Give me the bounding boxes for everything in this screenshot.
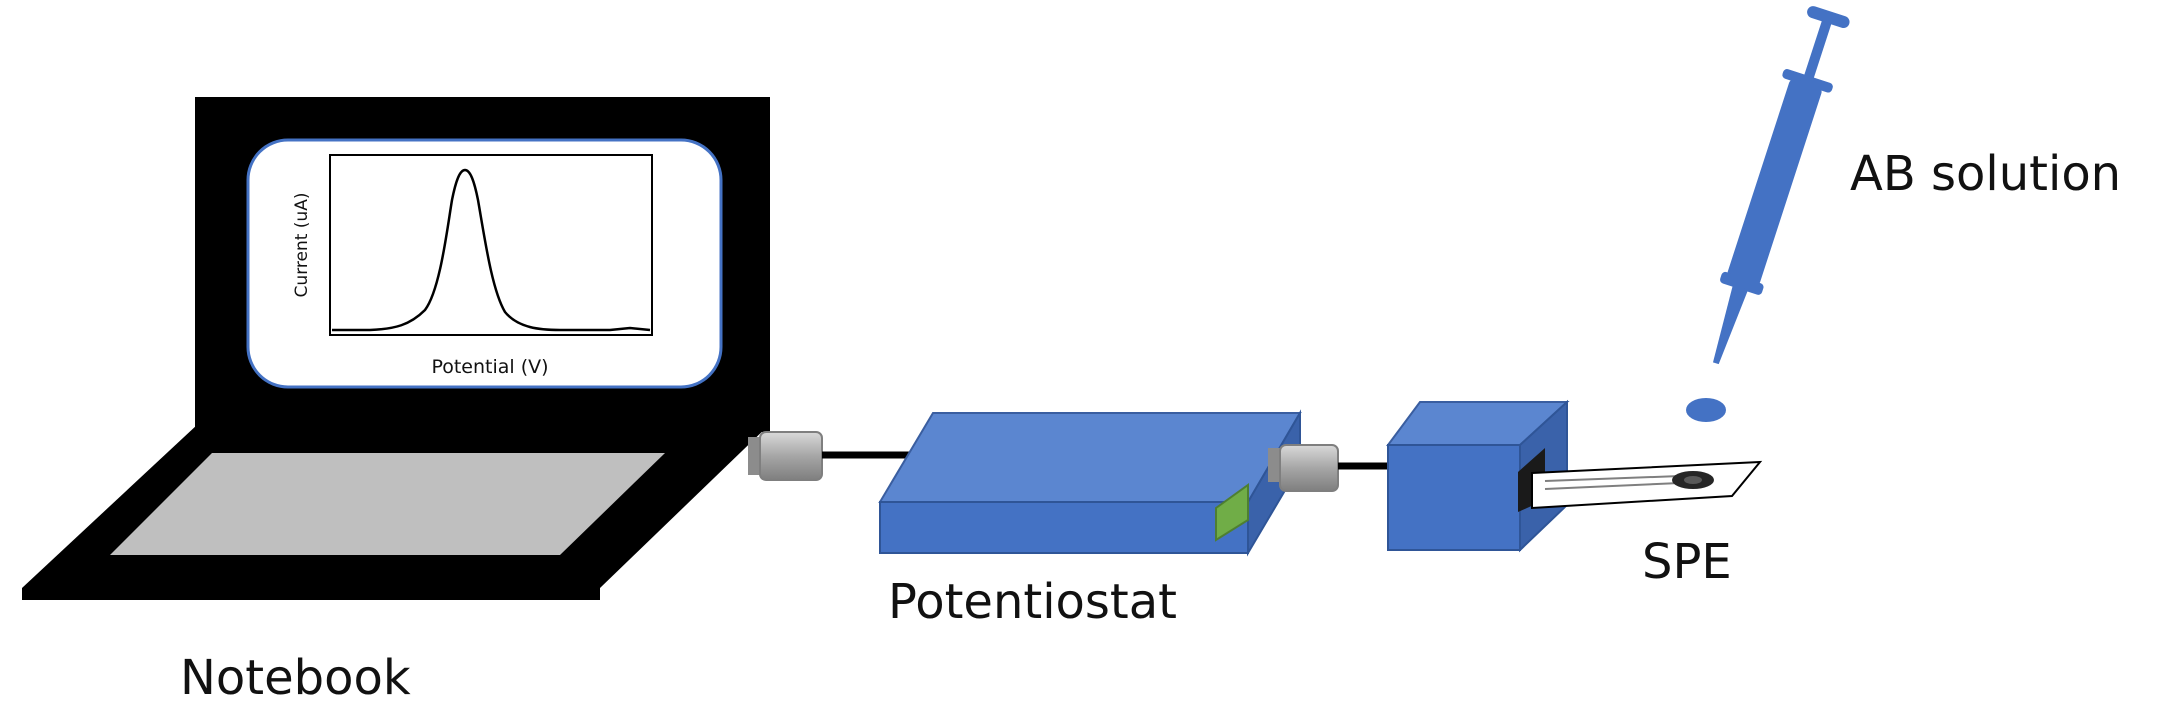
potentiostat-front	[879, 501, 1249, 554]
status-indicator	[1215, 483, 1249, 542]
laptop-base-front	[22, 588, 600, 600]
syringe-barrel	[1727, 78, 1822, 287]
syringe	[1712, 6, 1850, 365]
potentiostat-connector	[1268, 444, 1339, 492]
potentiostat-label: Potentiostat	[888, 574, 1177, 630]
notebook-label: Notebook	[180, 650, 411, 706]
laptop-connector	[748, 431, 823, 481]
solution-droplet	[1686, 398, 1726, 422]
laptop-keyboard-area	[110, 453, 665, 555]
spe-strip	[1531, 460, 1763, 510]
spe-connector-box	[1386, 399, 1570, 553]
syringe-needle	[1712, 284, 1749, 365]
ab-solution-label: AB solution	[1850, 146, 2121, 202]
plot-frame	[329, 154, 653, 336]
plunger-head	[1807, 6, 1850, 29]
notebook: Potential (V) Current (uA)	[22, 97, 770, 600]
box-front	[1387, 444, 1521, 551]
plot-xlabel: Potential (V)	[431, 356, 548, 378]
plunger-rod	[1803, 19, 1832, 80]
finger-grip	[1782, 69, 1833, 93]
spe-label: SPE	[1642, 534, 1732, 590]
potentiostat	[878, 409, 1302, 557]
plot-ylabel: Current (uA)	[292, 193, 312, 298]
voltammogram-curve	[332, 168, 651, 332]
potentiostat-top	[878, 412, 1302, 503]
